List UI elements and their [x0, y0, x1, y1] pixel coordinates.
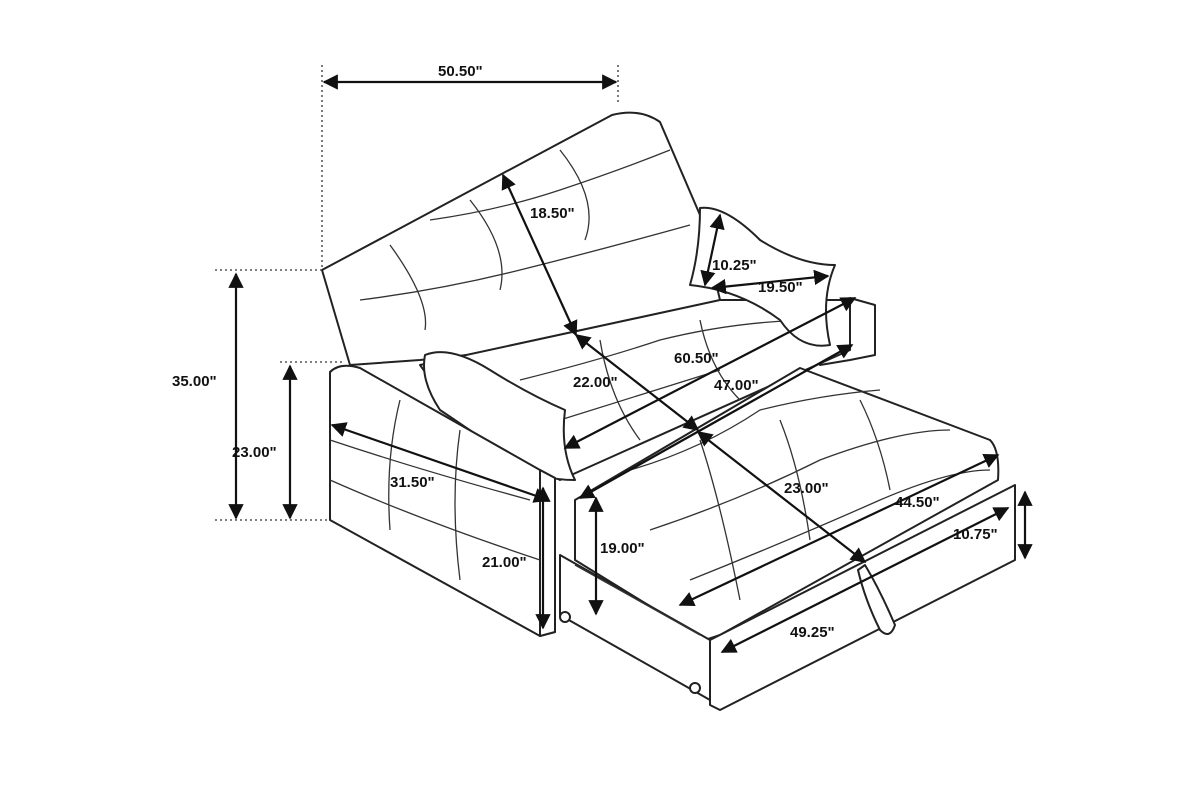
label-overall-width: 50.50"	[438, 63, 483, 80]
dim-line-pillow-height	[700, 213, 725, 287]
dim-line-drawer-width	[720, 507, 1010, 653]
label-bed-width: 44.50"	[895, 494, 940, 511]
sofa-outline	[321, 111, 1016, 711]
label-back-height: 18.50"	[530, 205, 575, 222]
extension-lines	[215, 65, 619, 521]
label-arm-height: 23.00"	[232, 444, 277, 461]
dim-line-arm-depth	[330, 422, 550, 503]
label-drawer-width: 49.25"	[790, 624, 835, 641]
dimension-labels: 50.50" 18.50" 10.25" 19.50" 35.00" 23.00…	[172, 63, 998, 641]
label-pillow-height: 10.25"	[712, 257, 757, 274]
label-seat-height: 19.00"	[600, 540, 645, 557]
label-arm-front-height: 21.00"	[482, 554, 527, 571]
label-seat-depth: 22.00"	[573, 374, 618, 391]
label-overall-height: 35.00"	[172, 373, 217, 390]
label-pillow-width: 19.50"	[758, 279, 803, 296]
label-arm-depth: 31.50"	[390, 474, 435, 491]
label-bed-extension: 23.00"	[784, 480, 829, 497]
dimension-lines	[215, 65, 1033, 653]
dim-line-seat-width-inner	[578, 344, 854, 499]
caster-wheel	[689, 682, 701, 694]
label-drawer-height: 10.75"	[953, 526, 998, 543]
backrest-seams	[359, 149, 691, 331]
caster-wheel	[559, 611, 571, 623]
label-seat-width-outer: 60.50"	[674, 350, 719, 367]
label-seat-width-inner: 47.00"	[714, 377, 759, 394]
dim-line-pillow-width	[710, 269, 830, 295]
